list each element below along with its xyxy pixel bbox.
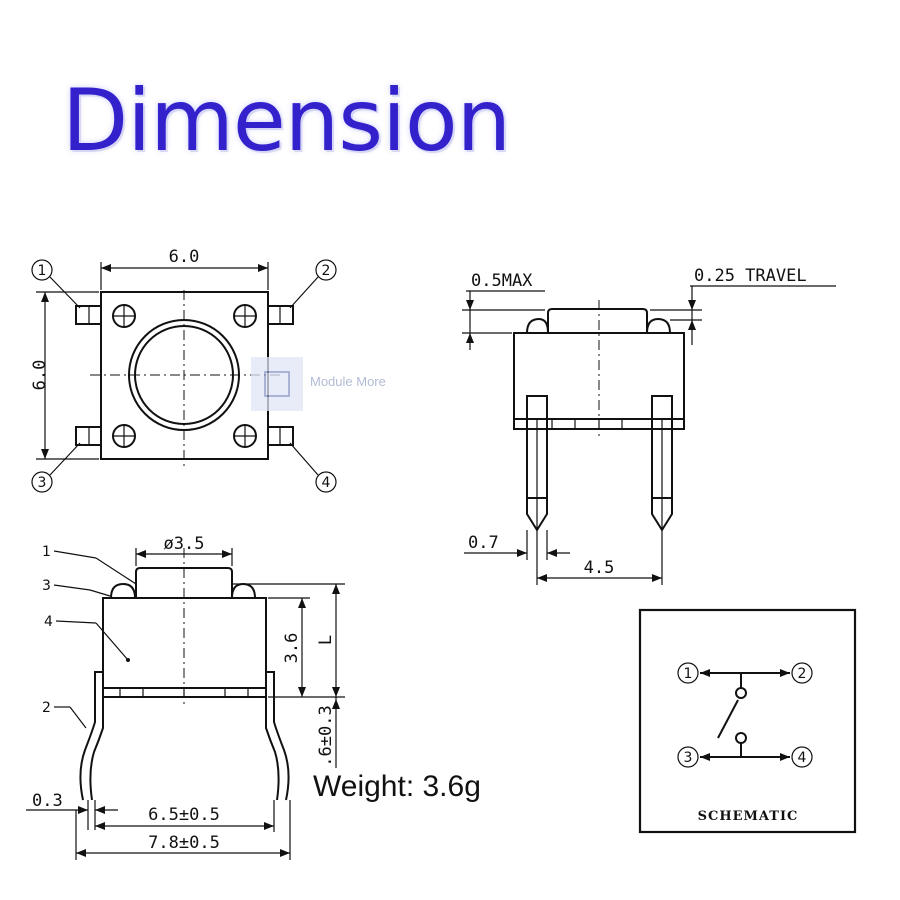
pin-number: 4 — [798, 750, 807, 766]
side-view: 0.5MAX 0.25 TRAVEL 0.7 4.5 — [462, 266, 836, 585]
schematic: 1 2 3 4 SCHEMATIC — [638, 608, 857, 834]
pin-number: 1 — [38, 263, 47, 279]
pin-number: 2 — [798, 666, 807, 682]
bent-leg — [266, 671, 290, 801]
inner-width-label: 6.5±0.5 — [148, 805, 220, 825]
watermark: Module More — [251, 357, 386, 411]
part-label: 1 — [42, 544, 51, 560]
side-actuator — [547, 308, 648, 333]
page-title: Dimension — [62, 71, 511, 171]
pin-number: 3 — [684, 750, 693, 766]
cap-diameter-label: ø3.5 — [164, 534, 205, 554]
part-label: 4 — [44, 614, 53, 630]
total-length-label: L — [316, 635, 336, 645]
pin-number: 4 — [322, 475, 331, 491]
watermark-text: Module More — [310, 374, 386, 389]
part-label: 2 — [42, 700, 51, 716]
weight-label: Weight: 3.6g — [313, 770, 481, 803]
max-travel-label: 0.5MAX — [471, 271, 533, 291]
outer-width-label: 7.8±0.5 — [148, 833, 220, 853]
pin-number: 3 — [38, 475, 47, 491]
front-view: ø3.5 3.6 L .6±0.3 1 3 4 2 0.3 — [26, 534, 345, 860]
body-height-label: 3.6 — [282, 633, 302, 664]
pin-number: 1 — [684, 666, 693, 682]
width-label: 6.0 — [169, 247, 200, 267]
pin-number: 2 — [322, 263, 331, 279]
pin-spacing-label: 4.5 — [584, 558, 615, 578]
bent-leg — [79, 671, 103, 801]
travel-label: 0.25 TRAVEL — [694, 266, 807, 286]
thickness-label: 0.3 — [32, 791, 63, 811]
part-label: 3 — [42, 578, 51, 594]
schematic-label: SCHEMATIC — [698, 809, 799, 824]
leg-length-label: .6±0.3 — [316, 705, 336, 766]
pin-width-label: 0.7 — [468, 533, 499, 553]
height-label: 6.0 — [30, 360, 50, 391]
top-view: 6.0 6.0 1 2 3 4 — [30, 247, 337, 493]
schematic-frame — [638, 608, 857, 834]
